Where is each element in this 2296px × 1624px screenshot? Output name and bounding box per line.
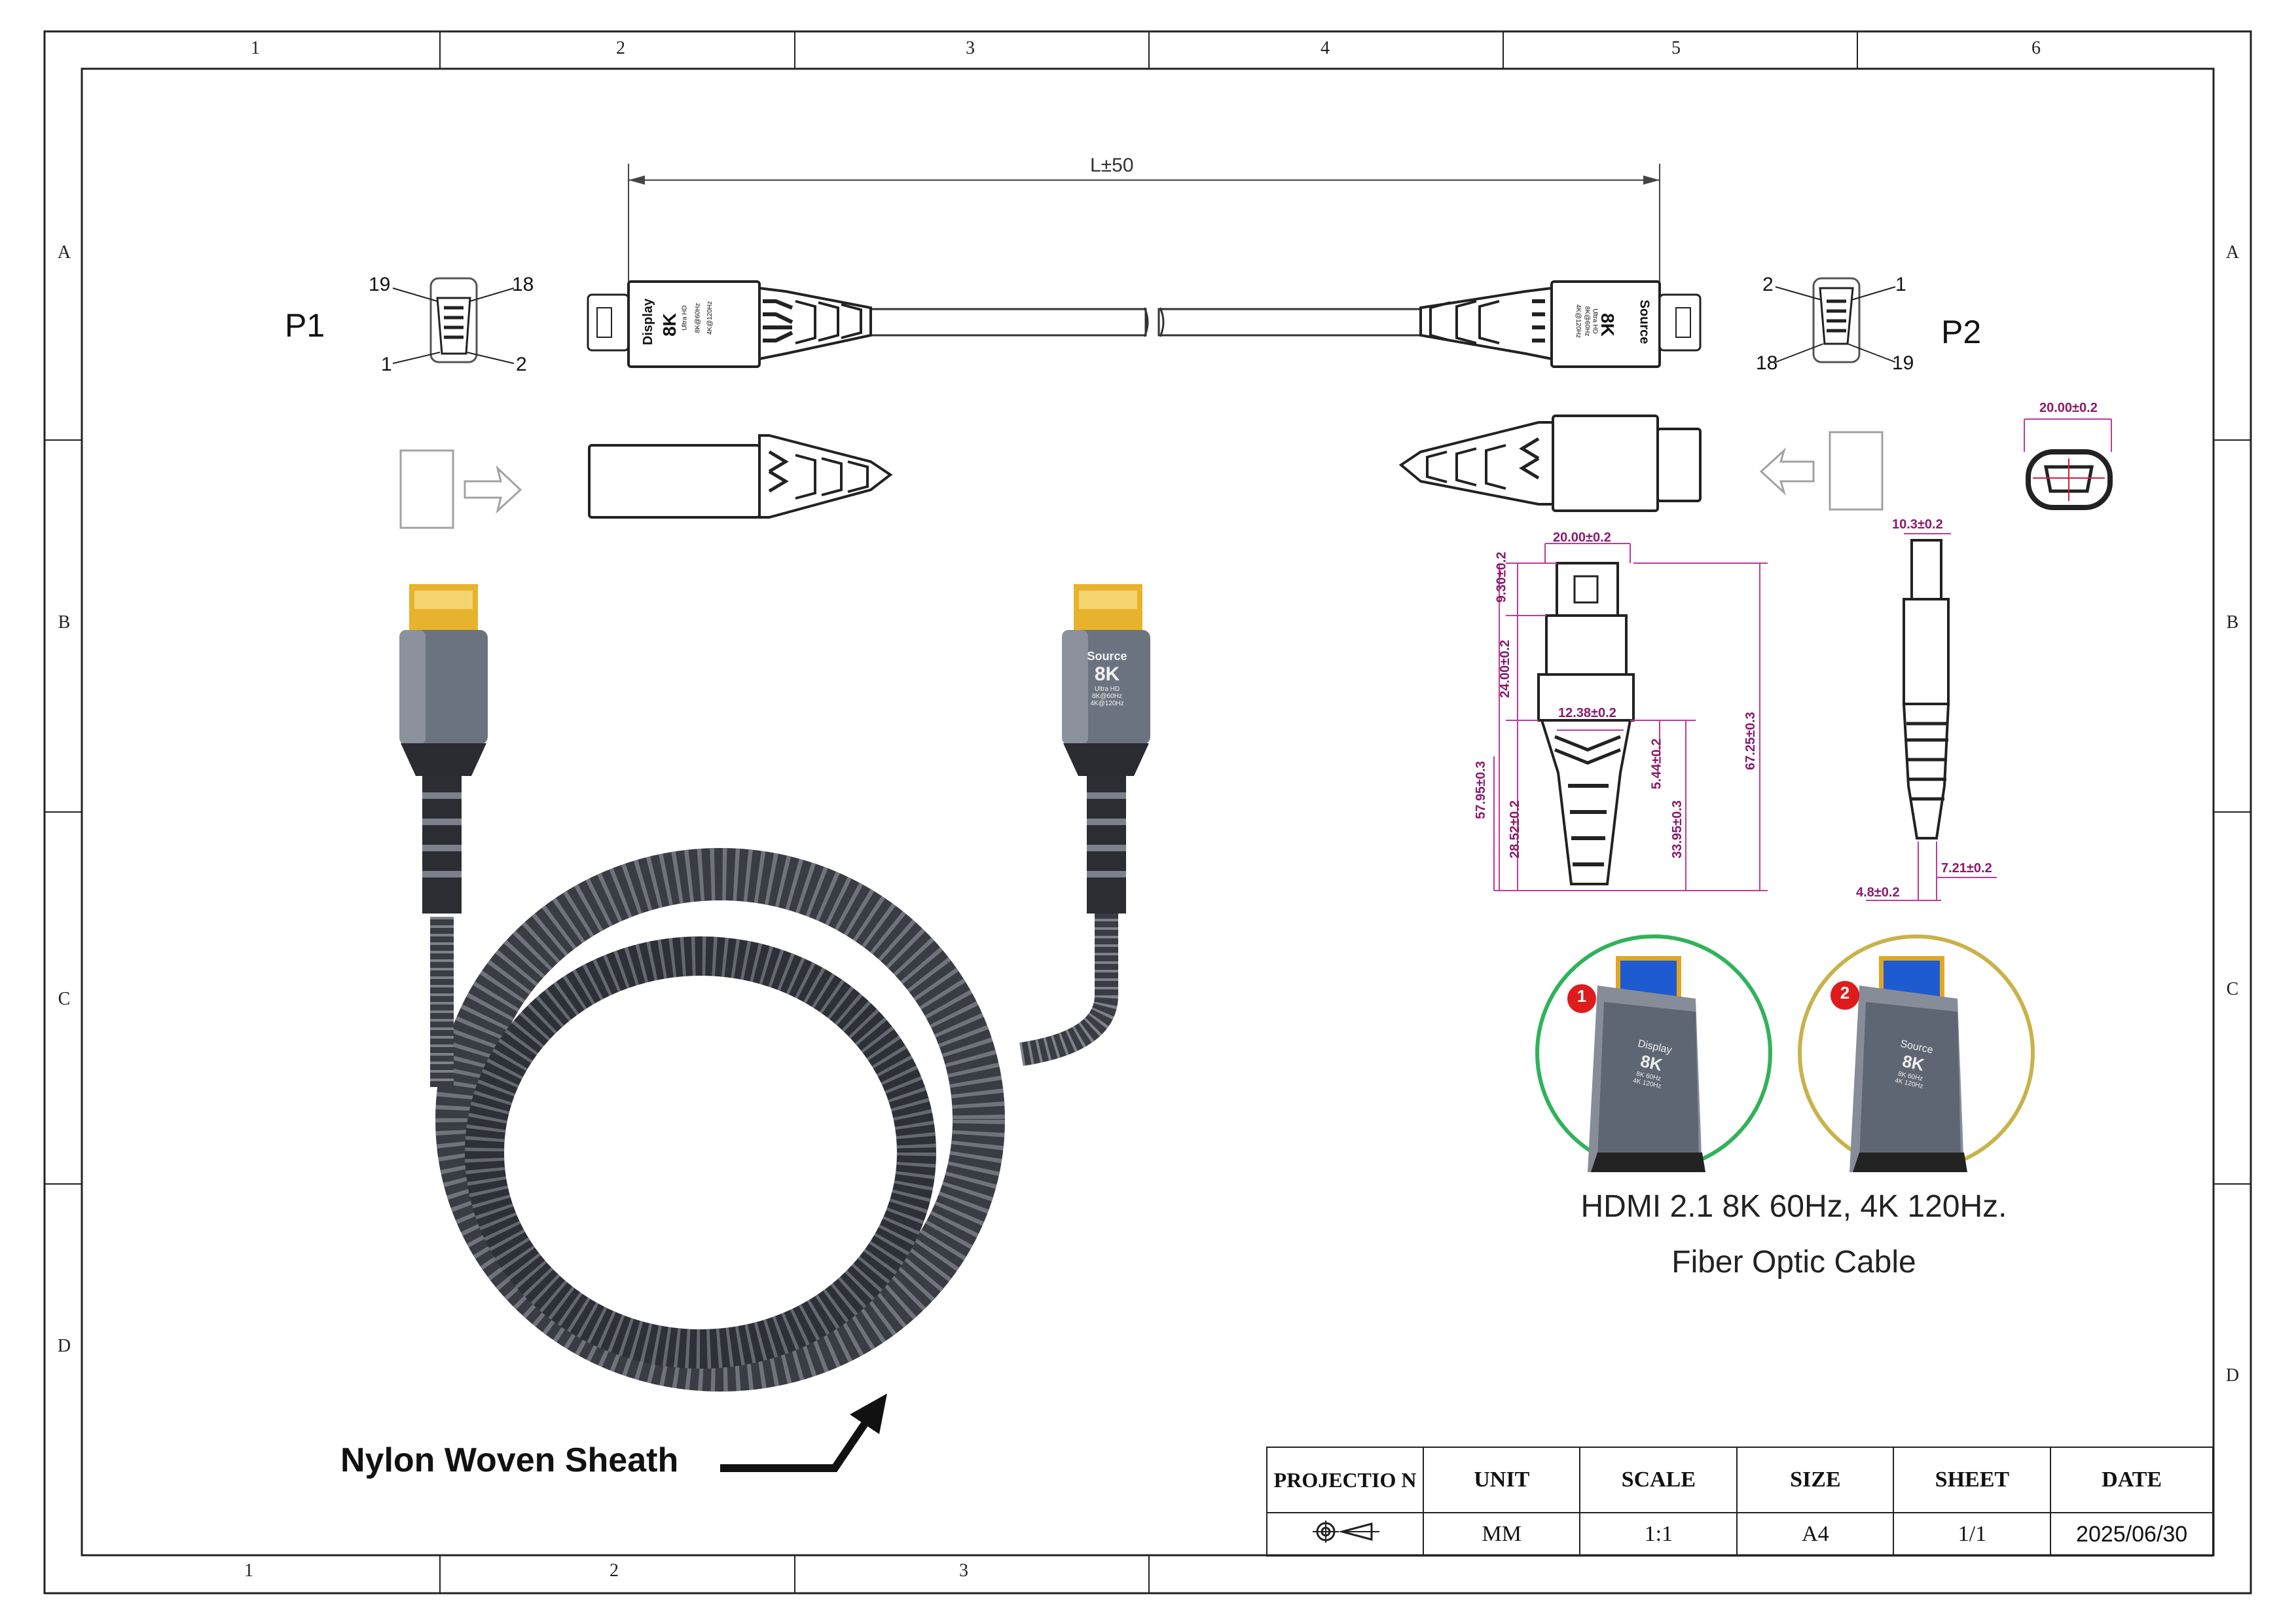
dimension-side-view — [1902, 539, 1950, 840]
p2-connector-face — [1775, 277, 1896, 363]
value-size: A4 — [1736, 1512, 1895, 1557]
zone-row-d: D — [57, 1336, 71, 1356]
p1-pin-1: 1 — [381, 354, 392, 375]
badge-circle-1 — [1567, 984, 1596, 1013]
zone-row-c-right: C — [2226, 979, 2239, 999]
header-unit: UNIT — [1423, 1447, 1581, 1513]
p1-label: P1 — [285, 307, 325, 344]
right-plug-spec: 8K — [1597, 313, 1618, 337]
right-plug-sub3: 4K@120Hz — [1575, 304, 1582, 339]
photo-right-plug-sub3: 4K@120Hz — [1090, 700, 1124, 707]
value-scale: 1:1 — [1579, 1512, 1738, 1557]
p2-pin-1: 1 — [1895, 274, 1906, 295]
title-block: PROJECTIO N UNIT SCALE SIZE SHEET DATE M… — [1266, 1447, 2214, 1557]
left-plug-spec: 8K — [659, 313, 680, 337]
header-scale: SCALE — [1579, 1447, 1738, 1513]
dim-shell-length: 57.95±0.3 — [1473, 761, 1488, 819]
left-plug-sub2: 8K@60Hz — [694, 303, 702, 333]
photo-right-plug-spec: 8K — [1094, 663, 1120, 685]
zone-col-6: 6 — [2032, 38, 2041, 58]
coiled-cable-photo — [399, 584, 1150, 1392]
zone-col-1: 1 — [251, 38, 260, 58]
projection-symbol-cell — [1266, 1512, 1425, 1557]
p2-pin-19: 19 — [1892, 352, 1914, 374]
right-plug-drawing — [1419, 280, 1702, 368]
right-dust-cap — [1759, 431, 1884, 511]
p2-pin-18: 18 — [1756, 352, 1778, 374]
value-sheet: 1/1 — [1893, 1512, 2052, 1557]
photo-right-plug-sub1: Ultra HD — [1094, 686, 1120, 693]
badge-plug-1 — [1588, 956, 1705, 1172]
dim-side-width: 10.3±0.2 — [1892, 517, 1943, 532]
dim-tip-length: 9.30±0.2 — [1494, 551, 1509, 603]
photo-right-plug-title: Source — [1087, 650, 1127, 663]
front-view — [2024, 418, 2113, 510]
caption-line-1: HDMI 2.1 8K 60Hz, 4K 120Hz. — [1580, 1189, 2007, 1224]
dim-strain-width: 12.38±0.2 — [1558, 706, 1616, 720]
dim-housing-width: 20.00±0.2 — [1553, 530, 1611, 545]
left-plug-drawing — [587, 280, 872, 368]
photo-right-plug-label: Source 8K Ultra HD 8K@60Hz 4K@120Hz — [1071, 650, 1143, 707]
p1-connector-face — [392, 277, 515, 364]
zone-row-d-right: D — [2225, 1365, 2240, 1386]
zone-row-c: C — [58, 989, 71, 1009]
left-dust-cap — [399, 449, 522, 529]
right-plug-title: Source — [1637, 299, 1652, 344]
zone-row-a-right: A — [2225, 242, 2240, 263]
dim-boot-long: 33.95±0.3 — [1669, 800, 1685, 858]
badge-1-number: 1 — [1576, 986, 1587, 1006]
p1-pin-2: 2 — [516, 354, 527, 375]
dim-boot-length: 28.52±0.2 — [1507, 800, 1522, 858]
zone-row-b: B — [58, 612, 71, 633]
caption-line-2: Fiber Optic Cable — [1671, 1245, 1916, 1280]
dim-side-tail: 7.21±0.2 — [1941, 861, 1992, 876]
zone-col-5: 5 — [1671, 38, 1681, 58]
zone-col-3: 3 — [966, 38, 975, 58]
callout-arrow — [720, 1417, 871, 1472]
dim-side-tip: 4.8±0.2 — [1856, 885, 1900, 900]
badge-2-number: 2 — [1840, 983, 1850, 1003]
p1-pin-19: 19 — [369, 274, 391, 295]
photo-right-plug-sub2: 8K@60Hz — [1092, 693, 1122, 700]
left-plug-sub1: Ultra HD — [681, 305, 689, 331]
value-date: 2025/06/30 — [2050, 1512, 2214, 1557]
p2-label: P2 — [1941, 314, 1982, 350]
badge-plug-2 — [1850, 956, 1967, 1172]
zone-row-a: A — [57, 242, 71, 263]
p1-pin-18: 18 — [512, 274, 534, 295]
right-plug-label: 4K@120Hz 8K@60Hz Ultra HD 8K Source — [1561, 288, 1653, 360]
left-plug-cap-off — [588, 434, 893, 519]
dim-body-length: 24.00±0.2 — [1497, 640, 1512, 698]
zone-row-b-right: B — [2226, 612, 2239, 633]
zone-col-1-bottom: 1 — [244, 1560, 253, 1581]
header-size: SIZE — [1736, 1447, 1895, 1513]
dim-boot-offset: 5.44±0.2 — [1649, 738, 1664, 790]
left-plug-label: Display 8K Ultra HD 8K@60Hz 4K@120Hz — [641, 288, 714, 360]
left-plug-sub3: 4K@120Hz — [706, 301, 714, 335]
dimension-lines-side-view — [1866, 533, 1997, 901]
value-unit: MM — [1423, 1512, 1581, 1557]
dimension-lines-top-view — [1493, 543, 1768, 891]
left-plug-title: Display — [641, 298, 656, 346]
zone-col-4: 4 — [1321, 38, 1330, 58]
zone-col-3-bottom: 3 — [959, 1560, 968, 1581]
dimension-top-view — [1537, 562, 1635, 885]
header-date: DATE — [2050, 1447, 2214, 1513]
header-sheet: SHEET — [1893, 1447, 2052, 1513]
dim-front-width: 20.00±0.2 — [2039, 401, 2098, 415]
nylon-callout: Nylon Woven Sheath — [340, 1441, 679, 1479]
projection-symbol-icon — [1312, 1520, 1379, 1543]
right-plug-sub2: 8K@60Hz — [1583, 306, 1591, 337]
right-plug-cap-off — [1398, 415, 1702, 512]
zone-col-2: 2 — [616, 38, 625, 58]
header-projection: PROJECTIO N — [1266, 1447, 1425, 1513]
zone-col-2-bottom: 2 — [610, 1560, 619, 1581]
dim-overall-length: 67.25±0.3 — [1743, 712, 1758, 770]
badge-circle-2 — [1831, 981, 1859, 1010]
p2-pin-2: 2 — [1762, 274, 1774, 295]
length-dimension: L±50 — [1090, 155, 1134, 176]
